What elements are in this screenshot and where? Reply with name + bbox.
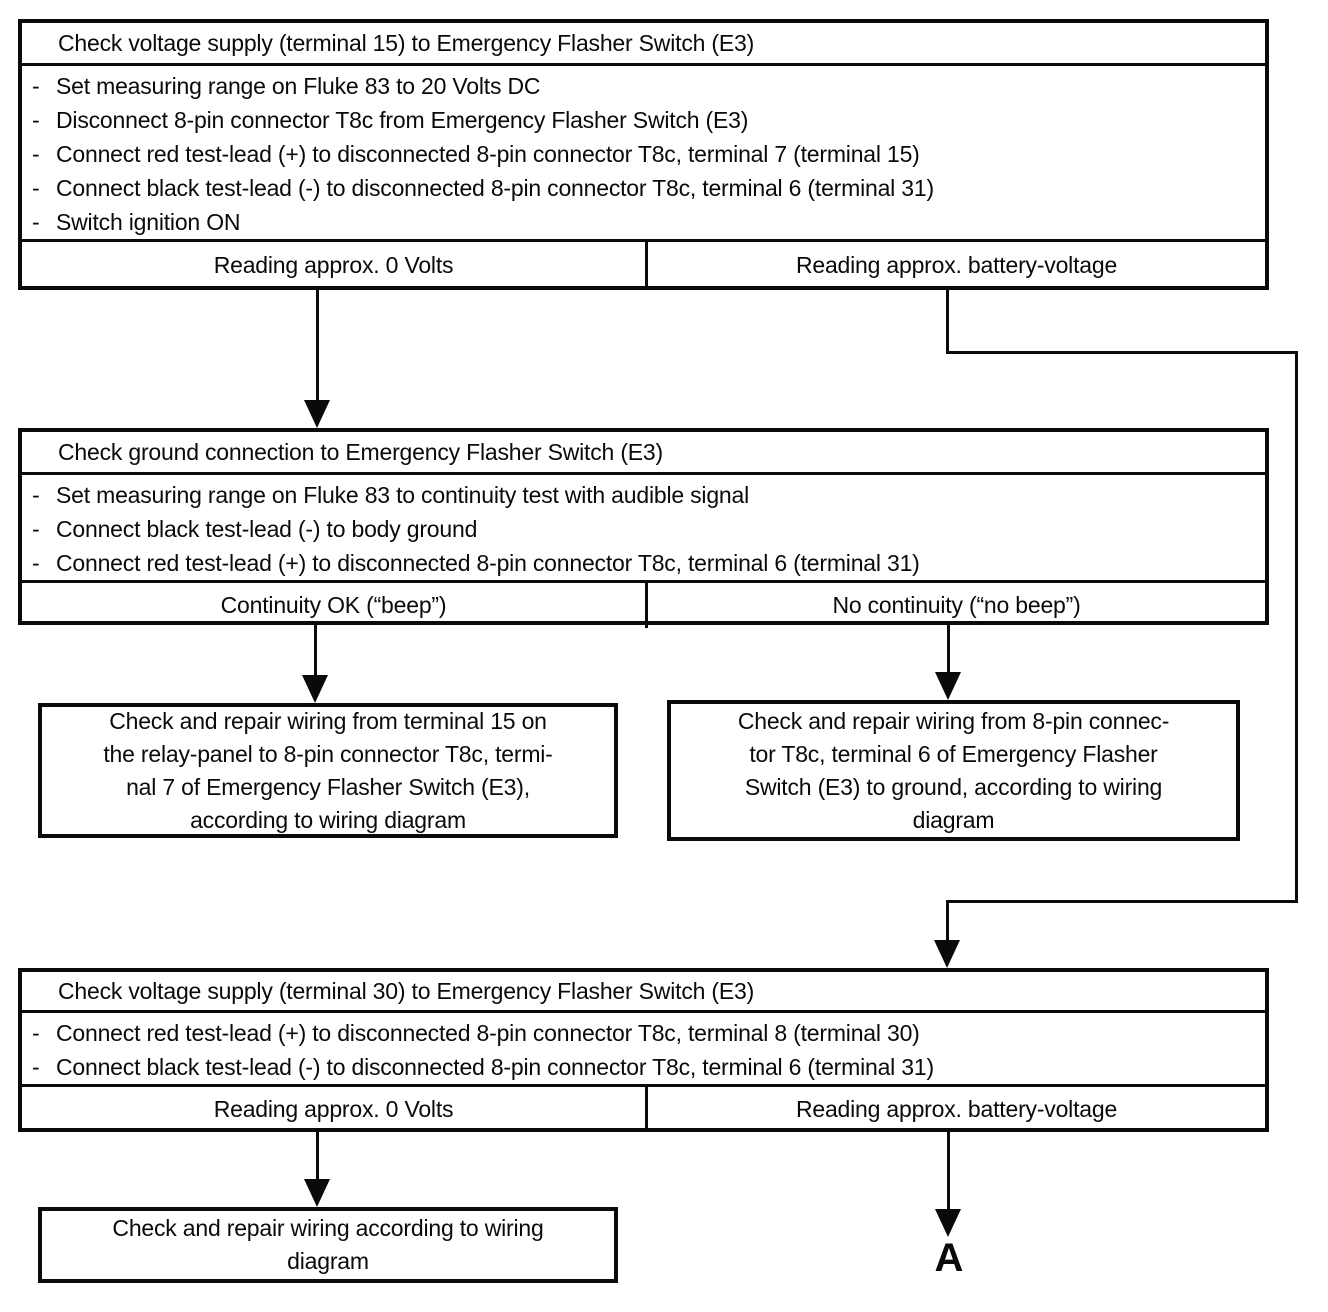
check-voltage-terminal30-results-row: Reading approx. 0 Volts Reading approx. … [22, 1084, 1265, 1131]
arrow-check30-to-label-a-shaft [947, 1132, 950, 1211]
text-line: the relay-panel to 8-pin connector T8c, … [103, 740, 553, 767]
step-text: Connect black test-lead (-) to disconnec… [56, 175, 934, 201]
check-voltage-terminal30-box: Check voltage supply (terminal 30) to Em… [18, 968, 1269, 1132]
step-dash: - [32, 73, 40, 99]
text-line: nal 7 of Emergency Flasher Switch (E3), [126, 773, 530, 800]
step-text: Switch ignition ON [56, 209, 241, 235]
text-line: tor T8c, terminal 6 of Emergency Flasher [749, 740, 1158, 767]
connector-battery-to-check30-segment [1295, 351, 1298, 903]
step-text: Set measuring range on Fluke 83 to conti… [56, 482, 750, 508]
result-cell-continuity-ok: Continuity OK (“beep”) [22, 583, 648, 628]
repair-wiring-ground-box: Check and repair wiring from 8-pin conne… [667, 700, 1240, 841]
repair-wiring-diagram-box: Check and repair wiring according to wir… [38, 1207, 618, 1283]
check-voltage-terminal30-title: Check voltage supply (terminal 30) to Em… [22, 972, 1265, 1013]
connector-battery-to-check30-head [934, 940, 960, 968]
check-ground-connection-title: Check ground connection to Emergency Fla… [22, 432, 1265, 475]
step-dash: - [32, 516, 40, 542]
step-item: -Connect red test-lead (+) to disconnect… [32, 137, 1257, 171]
arrow-check30-to-repair-wiring-shaft [316, 1132, 319, 1181]
result-cell-battery-voltage: Reading approx. battery-voltage [795, 1095, 1118, 1122]
connector-battery-to-check30-segment [946, 351, 1298, 354]
text-line: diagram [287, 1248, 369, 1274]
step-text: Disconnect 8-pin connector T8c from Emer… [56, 107, 749, 133]
text-line: Check and repair wiring from terminal 15… [109, 707, 547, 734]
step-text: Connect black test-lead (-) to disconnec… [56, 1054, 934, 1080]
step-item: -Set measuring range on Fluke 83 to 20 V… [32, 69, 1257, 103]
step-item: -Set measuring range on Fluke 83 to cont… [32, 478, 1257, 512]
check-voltage-terminal15-steps: -Set measuring range on Fluke 83 to 20 V… [22, 66, 1265, 239]
step-dash: - [32, 209, 40, 235]
step-text: Connect red test-lead (+) to disconnecte… [56, 550, 920, 576]
arrow-ground-to-repair-term15-shaft [314, 625, 317, 677]
step-dash: - [32, 141, 40, 167]
step-text: Connect black test-lead (-) to body grou… [56, 516, 478, 542]
step-dash: - [32, 107, 40, 133]
step-dash: - [32, 1020, 40, 1046]
step-item: -Disconnect 8-pin connector T8c from Eme… [32, 103, 1257, 137]
connector-battery-to-check30-segment [946, 900, 949, 942]
result-cell-0-volts: Reading approx. 0 Volts [22, 1087, 648, 1131]
continuation-label-a: A [934, 1236, 964, 1280]
step-text: Connect red test-lead (+) to disconnecte… [56, 141, 920, 167]
text-line: Check and repair wiring from 8-pin conne… [737, 707, 1170, 734]
step-dash: - [32, 550, 40, 576]
arrow-ground-to-repair-ground-head [935, 672, 961, 700]
step-item: -Connect black test-lead (-) to body gro… [32, 512, 1257, 546]
check-ground-connection-results-row: Continuity OK (“beep”) No continuity (“n… [22, 580, 1265, 628]
repair-wiring-terminal15-box: Check and repair wiring from terminal 15… [38, 703, 618, 838]
text-line: diagram [912, 806, 995, 833]
check-voltage-terminal15-box: Check voltage supply (terminal 15) to Em… [18, 19, 1269, 290]
connector-battery-to-check30-segment [946, 290, 949, 354]
arrow-check30-to-label-a-head [935, 1209, 961, 1237]
check-voltage-terminal15-results-row: Reading approx. 0 Volts Reading approx. … [22, 239, 1265, 288]
check-ground-connection-steps: -Set measuring range on Fluke 83 to cont… [22, 475, 1265, 580]
result-cell-0-volts: Reading approx. 0 Volts [22, 242, 648, 288]
connector-battery-to-check30-segment [946, 900, 1298, 903]
text-line: Check and repair wiring according to wir… [112, 1215, 544, 1241]
text-line: according to wiring diagram [190, 806, 466, 833]
step-text: Connect red test-lead (+) to disconnecte… [56, 1020, 920, 1046]
arrow-ground-to-repair-term15-head [302, 675, 328, 703]
check-ground-connection-box: Check ground connection to Emergency Fla… [18, 428, 1269, 628]
step-dash: - [32, 175, 40, 201]
step-item: -Switch ignition ON [32, 205, 1257, 239]
step-text: Set measuring range on Fluke 83 to 20 Vo… [56, 73, 541, 99]
result-cell-battery-voltage: Reading approx. battery-voltage [795, 251, 1118, 278]
step-item: -Connect red test-lead (+) to disconnect… [32, 1016, 1257, 1050]
step-dash: - [32, 482, 40, 508]
arrow-check15-to-ground-head [304, 400, 330, 428]
arrow-check30-to-repair-wiring-head [304, 1179, 330, 1207]
result-cell-no-continuity: No continuity (“no beep”) [832, 592, 1081, 618]
text-line: Switch (E3) to ground, according to wiri… [744, 773, 1163, 800]
arrow-ground-to-repair-ground-shaft [947, 625, 950, 674]
step-item: -Connect red test-lead (+) to disconnect… [32, 546, 1257, 580]
check-voltage-terminal30-steps: -Connect red test-lead (+) to disconnect… [22, 1013, 1265, 1084]
arrow-check15-to-ground-shaft [316, 290, 319, 402]
step-item: -Connect black test-lead (-) to disconne… [32, 1050, 1257, 1084]
step-item: -Connect black test-lead (-) to disconne… [32, 171, 1257, 205]
step-dash: - [32, 1054, 40, 1080]
check-voltage-terminal15-title: Check voltage supply (terminal 15) to Em… [22, 23, 1265, 66]
